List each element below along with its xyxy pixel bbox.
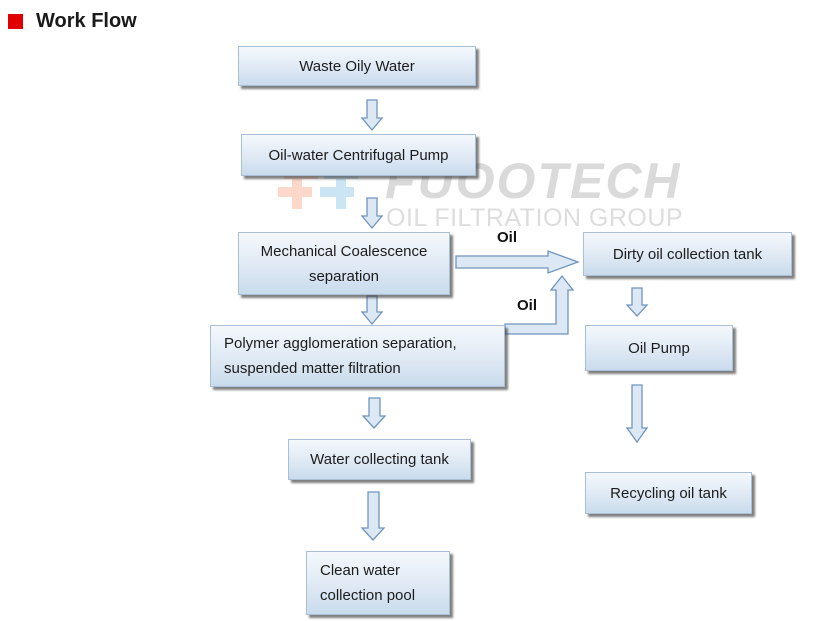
arrow-up-oil	[504, 274, 575, 335]
red-square-icon	[8, 14, 23, 29]
section-title: Work Flow	[36, 10, 137, 32]
node-polymer-agglomeration: Polymer agglomeration separation, suspen…	[210, 325, 505, 387]
node-dirty-oil-tank: Dirty oil collection tank	[583, 232, 792, 276]
node-centrifugal-pump: Oil-water Centrifugal Pump	[241, 134, 476, 176]
arrow-down-2	[360, 197, 384, 230]
arrow-down-4	[361, 397, 387, 429]
node-oil-pump: Oil Pump	[585, 325, 733, 371]
node-clean-water-pool: Clean water collection pool	[306, 551, 450, 615]
node-label: Waste Oily Water	[299, 57, 415, 75]
node-waste-oily-water: Waste Oily Water	[238, 46, 476, 86]
node-label: Recycling oil tank	[610, 484, 727, 502]
node-label: Clean water collection pool	[320, 562, 416, 604]
node-label: Oil-water Centrifugal Pump	[268, 146, 449, 164]
arrow-down-5	[360, 491, 386, 541]
node-mechanical-coalescence: Mechanical Coalescence separation	[238, 232, 450, 295]
edge-label-oil-2: Oil	[517, 297, 538, 314]
section-header: Work Flow	[8, 10, 137, 33]
node-label: Oil Pump	[628, 339, 690, 357]
arrow-down-3	[360, 295, 384, 326]
arrow-down-1	[360, 99, 384, 132]
arrow-down-7	[625, 384, 649, 444]
node-label: Mechanical Coalescence separation	[260, 242, 428, 285]
node-label: Water collecting tank	[310, 451, 449, 468]
edge-label-oil-1: Oil	[497, 229, 518, 246]
arrow-right-oil	[455, 250, 580, 274]
arrow-down-6	[625, 287, 649, 317]
node-recycling-oil-tank: Recycling oil tank	[585, 472, 752, 514]
node-water-collecting-tank: Water collecting tank	[288, 439, 471, 480]
node-label: Dirty oil collection tank	[612, 245, 763, 263]
node-label: Polymer agglomeration separation, suspen…	[224, 335, 457, 377]
